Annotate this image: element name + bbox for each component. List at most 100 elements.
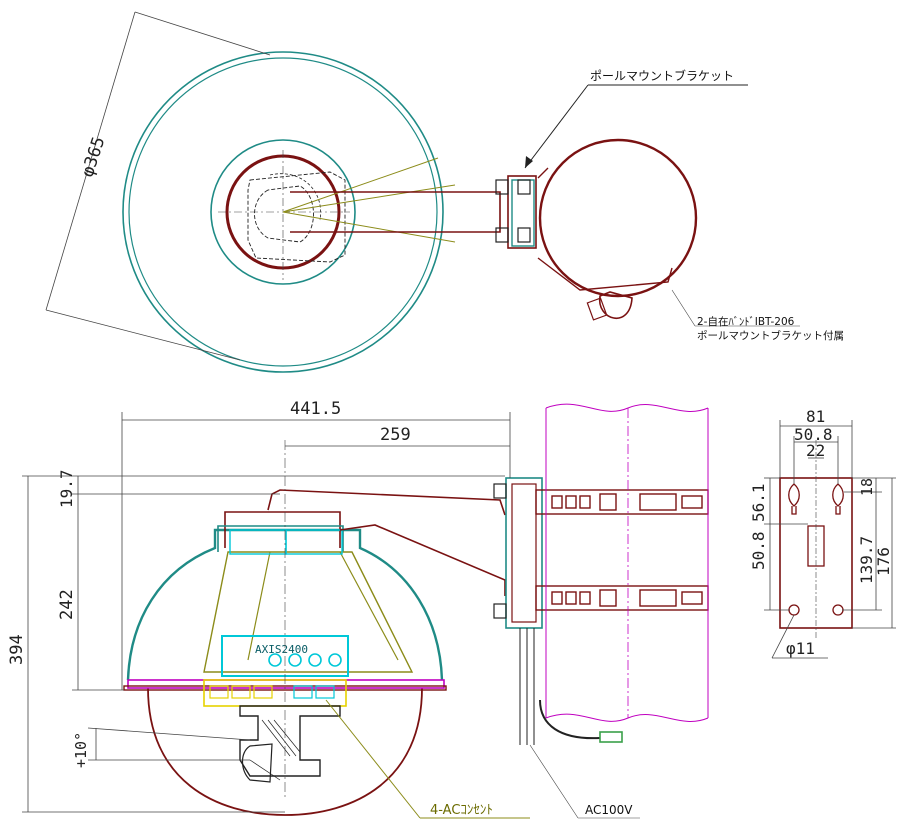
label-axis2400: AXIS2400 — [255, 643, 308, 656]
lower-dome — [147, 687, 423, 816]
dim-394: 394 — [7, 634, 27, 665]
dia-ext-1 — [134, 11, 271, 56]
plug-icon — [599, 731, 623, 743]
dia-ext-2 — [45, 309, 241, 361]
base-ring-magenta — [127, 679, 445, 689]
front-bracket-plate-inner — [511, 483, 537, 623]
dim-22: 22 — [806, 441, 825, 460]
camera-arc-dashed — [269, 173, 322, 221]
cyan-box-top-right — [285, 529, 343, 555]
ac-outlet-leader — [325, 699, 421, 819]
bolt-icon — [517, 179, 531, 195]
outlet-icon — [293, 685, 313, 699]
outlet-icon — [209, 685, 229, 699]
bolt-icon — [517, 227, 531, 243]
dim-259: 259 — [380, 425, 411, 445]
mount-hole-icon — [832, 604, 844, 616]
connector-icon — [288, 653, 302, 667]
band-clamp — [599, 291, 633, 319]
top-view: φ365 ポールマウントブラケット 2-自在ﾊﾞﾝﾄﾞIBT-206 ポールマウ… — [45, 11, 844, 373]
ac-outlet-block — [203, 679, 347, 707]
keyhole-icon — [832, 483, 844, 515]
top-bracket-plate-teal — [511, 179, 535, 247]
label-band-accessory: ポールマウントブラケット付属 — [697, 329, 844, 342]
interior-olive — [203, 551, 414, 673]
dim-176: 176 — [874, 547, 893, 576]
front-arm-lower — [339, 524, 506, 596]
outlet-icon — [231, 685, 251, 699]
band-slot — [551, 495, 563, 509]
view-line-1 — [282, 184, 456, 213]
band-slot — [639, 493, 677, 511]
connector-icon — [268, 653, 282, 667]
band-slot — [565, 495, 577, 509]
base-ring-maroon — [123, 685, 447, 691]
connector-icon — [328, 653, 342, 667]
housing-top-teal — [217, 525, 344, 552]
band-leader — [671, 289, 696, 327]
dim-phi365: φ365 — [78, 134, 110, 179]
band-slot — [639, 589, 677, 607]
top-bracket-plate — [507, 175, 537, 249]
bolt-icon — [493, 603, 507, 619]
pole-circle — [538, 138, 698, 298]
dim-50-8-top: 50.8 — [794, 425, 833, 444]
housing-outer-circle — [122, 51, 444, 373]
dome-teal-circle — [210, 139, 356, 285]
band-slot — [551, 591, 563, 605]
lower-band — [535, 585, 709, 611]
label-band: 2-自在ﾊﾞﾝﾄﾞIBT-206 — [697, 315, 795, 328]
view-line-3 — [282, 157, 439, 213]
camera-hatch — [249, 719, 301, 781]
front-arm — [267, 489, 506, 516]
upper-band — [535, 489, 709, 515]
pole-break-top — [545, 403, 709, 412]
dim-441-5: 441.5 — [290, 399, 341, 419]
power-cable — [539, 699, 601, 740]
bolt-icon — [495, 227, 509, 243]
ac100v-leader — [529, 744, 579, 819]
band-slot — [681, 495, 703, 509]
band-slot — [579, 495, 591, 509]
band-strap — [537, 167, 673, 291]
cyan-box-top-left — [229, 529, 287, 555]
housing-outer-circle-inner — [128, 57, 438, 367]
arrow-icon — [525, 156, 533, 168]
camera-body — [239, 705, 341, 777]
dim-56-1: 56.1 — [749, 483, 768, 522]
camera-lens-dashed — [254, 185, 314, 243]
band-slot — [599, 589, 617, 607]
mount-hole-icon — [788, 604, 800, 616]
pole-break-bottom — [545, 713, 709, 722]
label-pole-mount-bracket: ポールマウントブラケット — [590, 68, 734, 83]
plate-detail: 81 50.8 22 56.1 50.8 18 139.7 176 φ11 — [749, 407, 896, 659]
keyhole-icon — [788, 483, 800, 515]
band-slot — [579, 591, 591, 605]
dim-tilt-10: +10° — [72, 732, 90, 768]
connector-icon — [308, 653, 322, 667]
dim-19-7: 19.7 — [57, 469, 76, 508]
view-line-2 — [282, 211, 456, 243]
front-view: AXIS2400 — [7, 399, 709, 819]
band-screw — [586, 297, 608, 321]
band-slot — [599, 493, 617, 511]
label-ac100v: AC100V — [585, 803, 633, 817]
top-arm — [290, 191, 501, 233]
dim-50-8-side: 50.8 — [749, 531, 768, 570]
camera-lens — [241, 743, 273, 783]
bracket-leader — [524, 84, 589, 169]
dia-dim-line — [45, 11, 136, 311]
band-slot — [565, 591, 577, 605]
dim-81: 81 — [806, 407, 825, 426]
bolt-icon — [493, 483, 507, 499]
dim-18: 18 — [858, 478, 876, 496]
band-slot — [681, 591, 703, 605]
label-ac-outlet: 4-ACｺﾝｾﾝﾄ — [430, 803, 493, 818]
front-bracket-plate — [505, 477, 543, 629]
hole-leader — [771, 614, 795, 659]
outlet-icon — [253, 685, 273, 699]
dim-242: 242 — [57, 589, 77, 620]
bolt-icon — [495, 179, 509, 195]
interior-olive-2 — [247, 551, 399, 661]
